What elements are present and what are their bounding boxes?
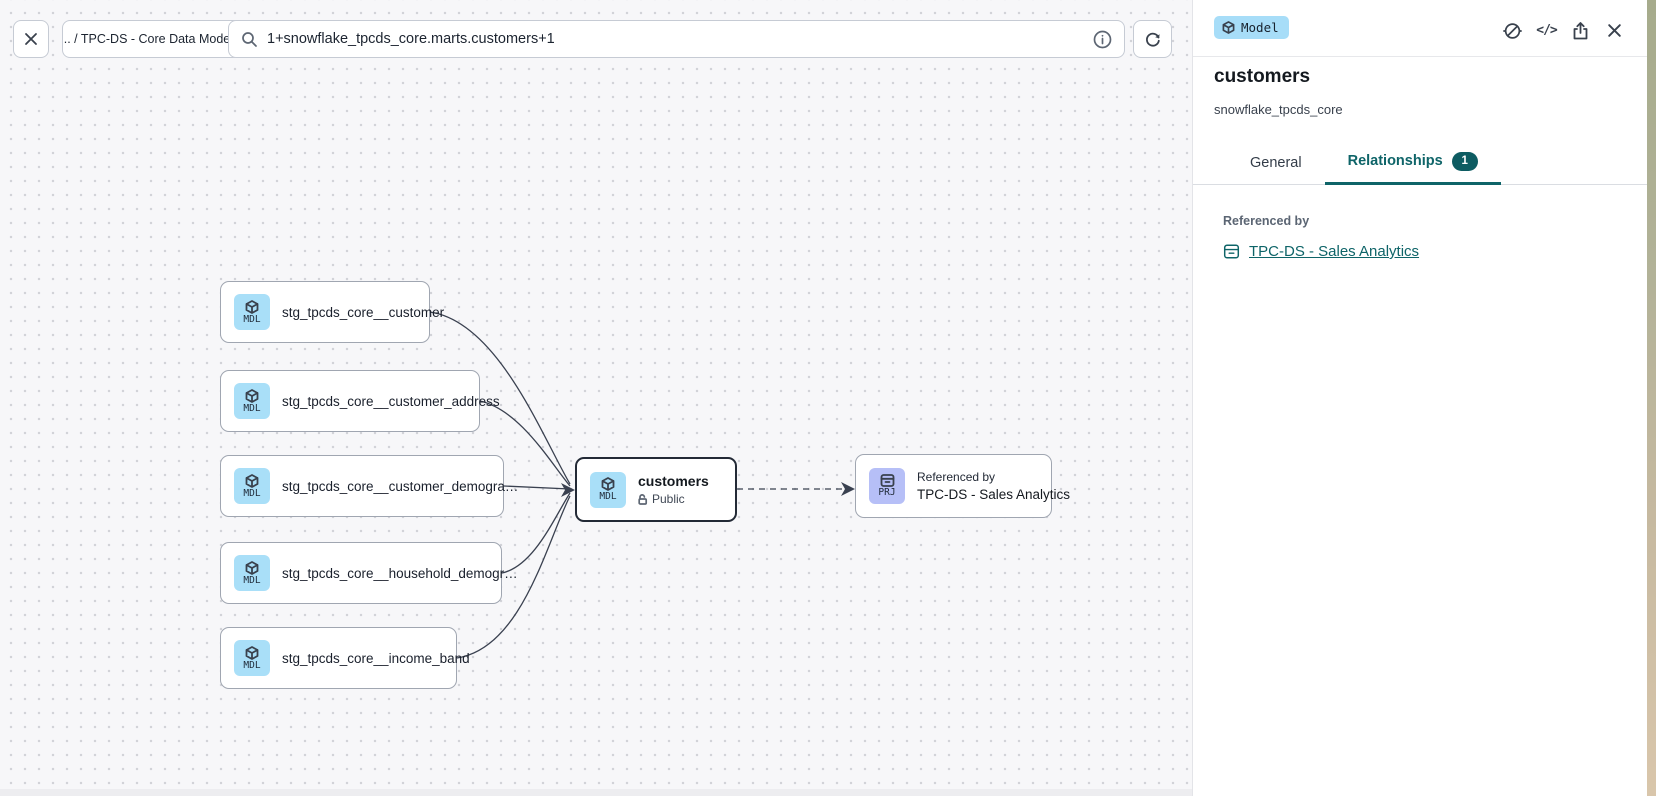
- model-node-stg-customer-address[interactable]: MDL stg_tpcds_core__customer_address: [220, 370, 500, 432]
- panel-title: customers: [1214, 66, 1311, 87]
- details-panel: Model </> customers snowflake_tpcds_core: [1192, 0, 1648, 796]
- search-input[interactable]: [267, 31, 1093, 47]
- refresh-button[interactable]: [1133, 20, 1172, 58]
- close-icon: [25, 33, 37, 45]
- panel-header: Model </>: [1193, 0, 1647, 57]
- close-lineage-button[interactable]: [13, 20, 49, 58]
- model-icon: MDL: [234, 640, 270, 676]
- cube-icon: [245, 299, 259, 314]
- model-icon: MDL: [234, 468, 270, 504]
- model-node-stg-income-band[interactable]: MDL stg_tpcds_core__income_band: [220, 627, 470, 689]
- tab-general[interactable]: General: [1250, 154, 1302, 171]
- model-node-stg-customer[interactable]: MDL stg_tpcds_core__customer: [220, 281, 444, 343]
- referenced-by-label: Referenced by: [1223, 214, 1310, 228]
- panel-tabs: General Relationships 1: [1193, 140, 1648, 185]
- cube-icon: [245, 473, 259, 488]
- project-icon: PRJ: [869, 468, 905, 504]
- model-node-stg-household-demographics[interactable]: MDL stg_tpcds_core__household_demogr…: [220, 542, 518, 604]
- lineage-search: [228, 20, 1125, 58]
- cube-icon: [245, 645, 259, 660]
- breadcrumb[interactable]: .. / TPC-DS - Core Data Models: [62, 20, 241, 58]
- tab-relationships[interactable]: Relationships 1: [1324, 140, 1501, 185]
- share-icon: [1573, 21, 1588, 39]
- model-icon: MDL: [234, 383, 270, 419]
- view-code-button[interactable]: </>: [1536, 21, 1558, 40]
- code-icon: </>: [1536, 23, 1558, 38]
- model-type-badge: Model: [1214, 16, 1289, 39]
- reference-link-row[interactable]: TPC-DS - Sales Analytics: [1223, 243, 1419, 260]
- lock-open-icon: [638, 493, 648, 505]
- explore-lineage-button[interactable]: [1503, 21, 1522, 40]
- model-node-stg-customer-demographics[interactable]: MDL stg_tpcds_core__customer_demogra…: [220, 455, 518, 517]
- close-panel-button[interactable]: [1605, 21, 1624, 40]
- panel-subtitle: snowflake_tpcds_core: [1214, 102, 1343, 117]
- close-icon: [1608, 24, 1621, 37]
- model-icon: MDL: [234, 294, 270, 330]
- archive-icon: [1223, 244, 1240, 259]
- project-node-sales-analytics[interactable]: PRJ Referenced by TPC-DS - Sales Analyti…: [855, 454, 1070, 518]
- info-icon[interactable]: [1093, 30, 1112, 49]
- lineage-canvas[interactable]: MDL stg_tpcds_core__customer MDL stg_tpc…: [0, 0, 1192, 796]
- share-button[interactable]: [1571, 21, 1590, 40]
- refresh-icon: [1145, 32, 1160, 47]
- node-label: stg_tpcds_core__customer_address: [282, 393, 500, 409]
- desktop-wallpaper-edge: [1647, 0, 1656, 796]
- cube-icon: [1222, 21, 1235, 34]
- lineage-edges: [429, 311, 855, 659]
- node-access: Public: [638, 492, 709, 506]
- reference-link[interactable]: TPC-DS - Sales Analytics: [1249, 243, 1420, 260]
- node-label: stg_tpcds_core__customer: [282, 304, 445, 320]
- model-node-customers-selected[interactable]: MDL customers Public: [575, 457, 737, 522]
- canvas-bottom-strip: [0, 789, 1192, 796]
- node-label: stg_tpcds_core__income_band: [282, 650, 470, 666]
- node-label: stg_tpcds_core__household_demogr…: [282, 565, 518, 581]
- cube-icon: [245, 560, 259, 575]
- node-label: TPC-DS - Sales Analytics: [917, 487, 1071, 502]
- node-label: stg_tpcds_core__customer_demogra…: [282, 478, 519, 494]
- node-caption: Referenced by: [917, 470, 996, 484]
- cube-icon: [245, 388, 259, 403]
- search-icon: [242, 31, 257, 47]
- node-title: customers: [638, 473, 709, 489]
- model-icon: MDL: [590, 471, 626, 508]
- relationships-count-badge: 1: [1451, 151, 1478, 171]
- archive-icon: [880, 474, 894, 488]
- compass-icon: [1503, 22, 1522, 39]
- cube-icon: [601, 477, 615, 492]
- model-icon: MDL: [234, 555, 270, 591]
